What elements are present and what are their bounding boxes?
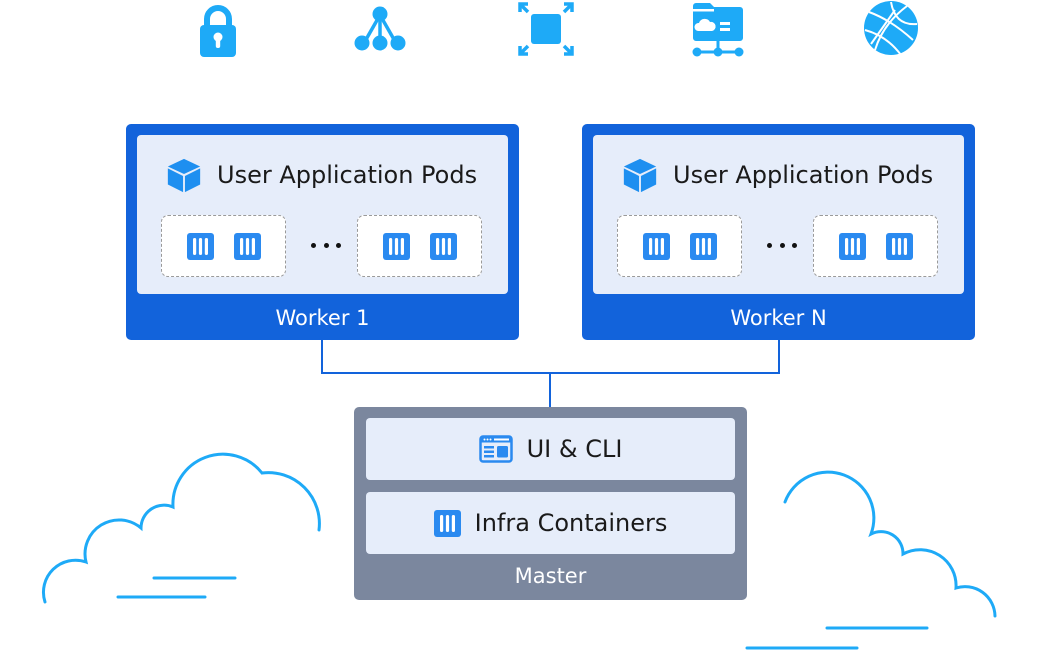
container-icon	[642, 232, 670, 260]
ui-cli-row: UI & CLI	[366, 418, 735, 480]
worker-label: Worker N	[730, 306, 827, 330]
cloud-right-icon	[745, 470, 997, 650]
user-application-pods-panel: User Application Pods	[137, 135, 508, 294]
master-label: Master	[514, 564, 587, 588]
cube-icon	[167, 158, 201, 193]
container-icon	[433, 509, 461, 537]
ellipsis-indicator	[767, 235, 797, 255]
connector-worker-n	[778, 340, 780, 374]
user-application-pods-panel: User Application Pods	[593, 135, 964, 294]
worker-label: Worker 1	[275, 306, 370, 330]
container-icon	[838, 232, 866, 260]
browser-window-icon	[478, 435, 513, 463]
pod	[617, 215, 742, 277]
scale-expand-icon	[516, 0, 576, 60]
master-node: UI & CLI Infra Containers Master	[354, 407, 747, 600]
worker-node-n: User Application Pods Worker N	[582, 124, 975, 340]
connector-worker-1	[321, 340, 323, 374]
cube-icon	[623, 158, 657, 193]
pods-title: User Application Pods	[217, 161, 478, 189]
container-icon	[429, 232, 457, 260]
ui-cli-label: UI & CLI	[526, 435, 623, 463]
container-icon	[885, 232, 913, 260]
infra-containers-row: Infra Containers	[366, 492, 735, 554]
container-icon	[186, 232, 214, 260]
infra-containers-label: Infra Containers	[474, 509, 668, 537]
pod	[813, 215, 938, 277]
hierarchy-icon	[350, 0, 410, 60]
container-icon	[382, 232, 410, 260]
pods-title: User Application Pods	[673, 161, 934, 189]
connector-master	[549, 372, 551, 407]
container-icon	[233, 232, 261, 260]
worker-node-1: User Application Pods Worker 1	[126, 124, 519, 340]
cloud-storage-folder-icon	[689, 0, 749, 60]
cloud-left-icon	[41, 452, 321, 604]
globe-network-icon	[861, 0, 921, 60]
pod	[357, 215, 482, 277]
ellipsis-indicator	[311, 235, 341, 255]
container-icon	[689, 232, 717, 260]
lock-icon	[188, 0, 248, 60]
pod	[161, 215, 286, 277]
